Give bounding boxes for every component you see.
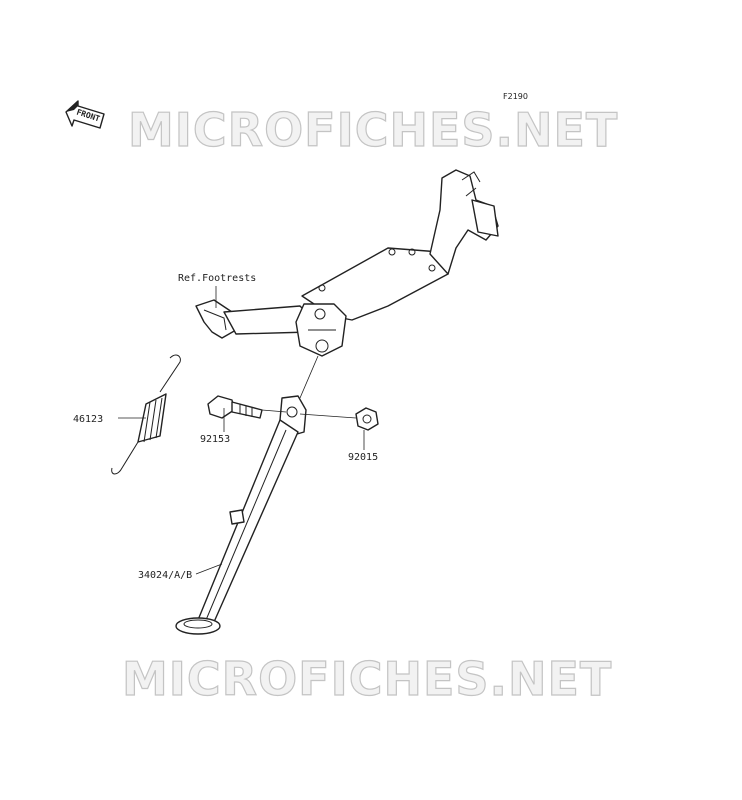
nut-92015 [355,407,379,431]
callout-46123: 46123 [73,414,103,425]
front-arrow-icon: FRONT [65,100,105,129]
watermark-bottom: MICROFICHES.NET [122,652,612,706]
spring-46123 [111,354,181,475]
leader-lines [118,286,365,575]
callout-92015: 92015 [348,452,378,463]
frame-bracket [195,169,499,357]
callout-92153: 92153 [200,434,230,445]
figure-number: F2190 [503,92,528,101]
callout-ref-footrests: Ref.Footrests [178,273,256,284]
watermark-top: MICROFICHES.NET [128,103,618,157]
callout-34024: 34024/A/B [138,570,192,581]
bolt-92153 [207,395,263,419]
side-stand-34024 [175,395,307,635]
